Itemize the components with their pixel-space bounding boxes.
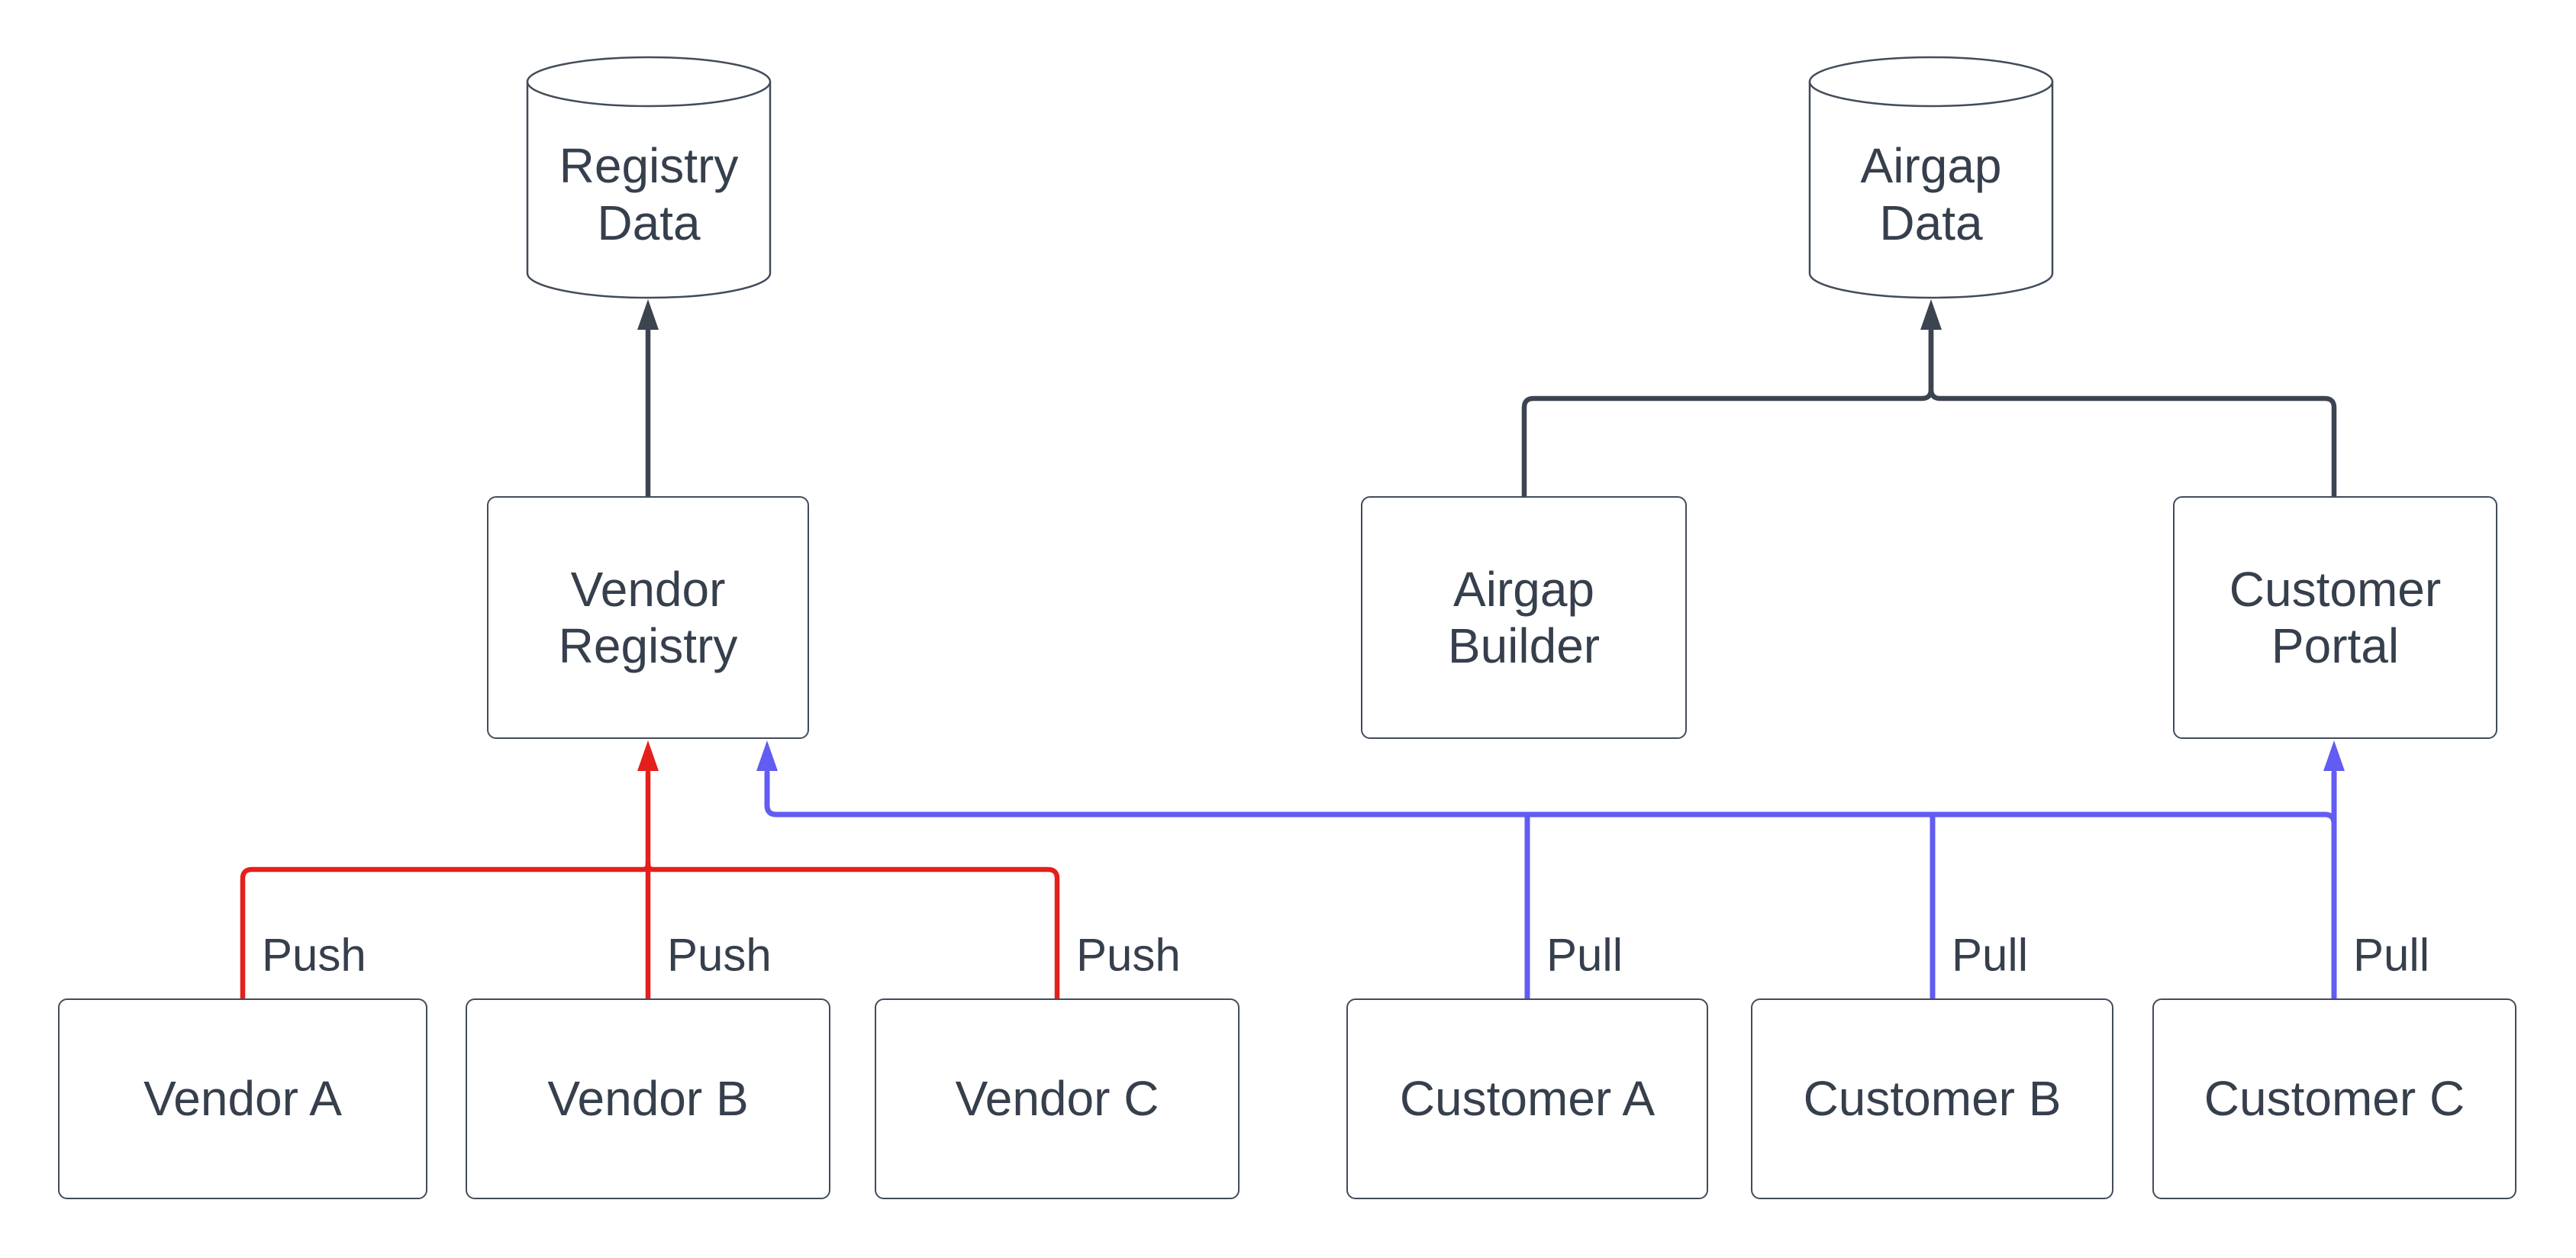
edge-label-pull-b: Pull (1947, 928, 2033, 982)
edge-label-pull-c: Pull (2349, 928, 2435, 982)
node-label: Airgap Builder (1447, 561, 1601, 673)
arrowhead-vendor-registry-push (637, 740, 659, 771)
cylinder-shape (526, 56, 772, 299)
arrowhead-vendor-registry-pull (756, 740, 778, 771)
arrowhead-airgap-data (1920, 299, 1942, 330)
node-label: Registry Data (559, 138, 739, 250)
arrowhead-registry-data (637, 299, 659, 330)
node-label: Customer B (1803, 1071, 2062, 1127)
arrowhead-customer-portal-pull (2323, 740, 2345, 771)
node-label: Vendor Registry (558, 561, 738, 673)
node-label: Vendor C (955, 1071, 1159, 1127)
node-label: Customer Portal (2229, 561, 2442, 673)
edge-label-push-b: Push (663, 928, 776, 982)
edge-airgap-builder-to-airgap-data (1521, 327, 1934, 499)
edge-label-push-a: Push (257, 928, 371, 982)
node-label: Vendor A (143, 1071, 342, 1127)
node-registry-data: Registry Data (526, 56, 772, 299)
node-label: Customer C (2204, 1071, 2465, 1127)
edge-label-pull-a: Pull (1542, 928, 1628, 982)
node-customer-portal: Customer Portal (2173, 496, 2497, 739)
node-vendor-registry: Vendor Registry (487, 496, 809, 739)
edge-label-push-c: Push (1072, 928, 1185, 982)
node-customer-a: Customer A (1346, 998, 1708, 1199)
node-vendor-c: Vendor C (875, 998, 1240, 1199)
node-vendor-a: Vendor A (58, 998, 427, 1199)
node-label: Customer A (1399, 1071, 1656, 1127)
edge-customer-portal-to-airgap-data (1928, 327, 2337, 499)
cylinder-shape (1808, 56, 2054, 299)
node-label: Airgap Data (1860, 138, 2002, 250)
node-airgap-data: Airgap Data (1808, 56, 2054, 299)
node-airgap-builder: Airgap Builder (1361, 496, 1687, 739)
node-label: Vendor B (547, 1071, 749, 1127)
node-vendor-b: Vendor B (466, 998, 830, 1199)
node-customer-b: Customer B (1751, 998, 2113, 1199)
node-customer-c: Customer C (2152, 998, 2516, 1199)
